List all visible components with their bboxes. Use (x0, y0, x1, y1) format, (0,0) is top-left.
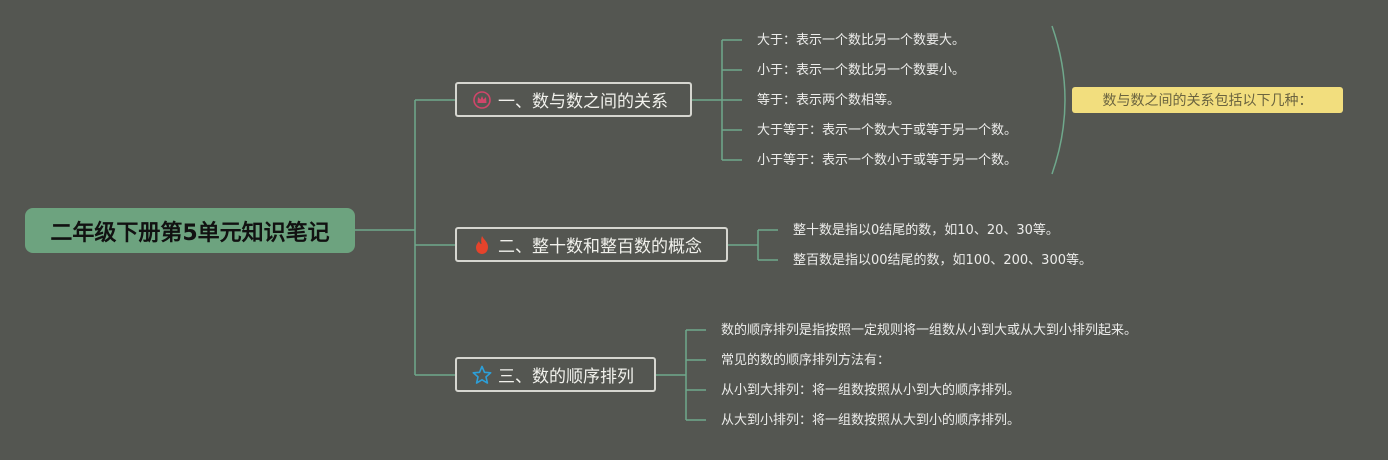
leaf-greater-or-equal: 大于等于：表示一个数大于或等于另一个数。 (757, 123, 1018, 138)
topic-ordering[interactable]: 三、数的顺序排列 (455, 357, 656, 392)
star-icon (472, 365, 492, 385)
summary-bracket (1051, 25, 1066, 175)
leaf-tens: 整十数是指以0结尾的数，如10、20、30等。 (793, 223, 1059, 238)
topic-label: 二、整十数和整百数的概念 (498, 237, 702, 257)
leaf-less-than: 小于：表示一个数比另一个数要小。 (757, 63, 966, 78)
leaf-ascending: 从小到大排列：将一组数按照从小到大的顺序排列。 (721, 383, 1021, 398)
leaf-equal: 等于：表示两个数相等。 (757, 93, 901, 108)
leaf-hundreds: 整百数是指以00结尾的数，如100、200、300等。 (793, 253, 1092, 268)
leaf-ordering-methods: 常见的数的顺序排列方法有： (721, 353, 891, 368)
topic-round-numbers[interactable]: 二、整十数和整百数的概念 (455, 227, 728, 262)
root-node[interactable]: 二年级下册第5单元知识笔记 (25, 208, 355, 253)
leaf-descending: 从大到小排列：将一组数按照从大到小的顺序排列。 (721, 413, 1021, 428)
fire-icon (472, 235, 492, 255)
crown-icon (472, 90, 492, 110)
topic-label: 一、数与数之间的关系 (498, 92, 668, 112)
leaf-ordering-definition: 数的顺序排列是指按照一定规则将一组数从小到大或从大到小排列起来。 (721, 323, 1138, 338)
topic-relations[interactable]: 一、数与数之间的关系 (455, 82, 692, 117)
leaf-greater-than: 大于：表示一个数比另一个数要大。 (757, 33, 966, 48)
summary-note[interactable]: 数与数之间的关系包括以下几种： (1072, 87, 1343, 113)
topic-label: 三、数的顺序排列 (498, 367, 634, 387)
leaf-less-or-equal: 小于等于：表示一个数小于或等于另一个数。 (757, 153, 1018, 168)
